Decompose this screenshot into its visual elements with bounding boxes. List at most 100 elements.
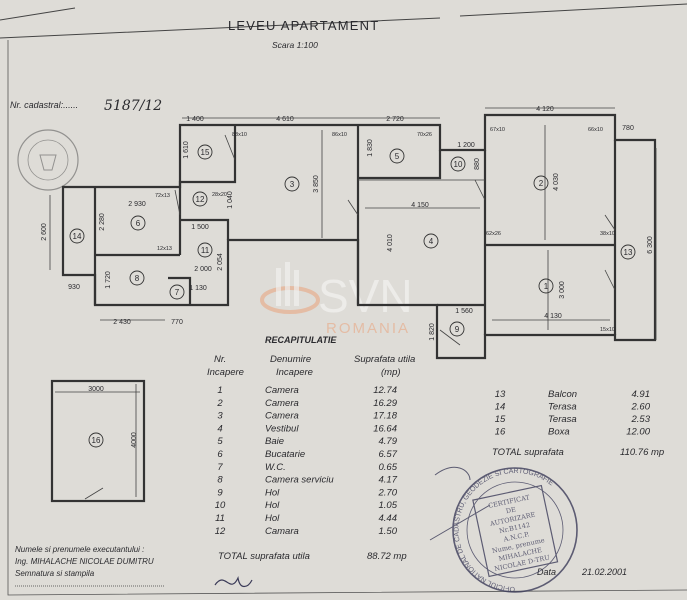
window-label: 70x26 [417,132,432,138]
row-area: 0.65 [379,462,398,473]
executor-label: Numele si prenumele executantului : [15,545,144,554]
window-label: 86x10 [332,132,347,138]
row-name: Camera serviciu [265,475,334,486]
stamp-text: DE [505,505,517,515]
dimension-label: 880 [474,158,481,170]
row-area: 1.05 [379,500,398,511]
executor-name: Ing. MIHALACHE NICOLAE DUMITRU [15,557,154,566]
dimension-label: 1 200 [457,142,475,149]
dimension-label: 1 560 [455,308,473,315]
col-name-1: Denumire [270,354,311,365]
col-nr-1: Nr. [214,354,226,365]
row-nr: 7 [217,462,223,473]
dimension-label: 4 120 [536,106,554,113]
dimension-label: 1 400 [186,116,204,123]
room-8-marker [129,270,145,286]
total-label: TOTAL suprafata utila [218,551,310,562]
col-area-1: Suprafata utila [354,354,415,365]
dimension-label: 6 300 [647,236,654,254]
room-15-number: 15 [201,148,210,157]
window-label: 88x10 [232,132,247,138]
signature [214,576,253,588]
watermark: SVN ROMANIA [260,262,413,337]
room-11-number: 11 [201,246,210,255]
room-6-number: 6 [136,219,141,228]
row-name: Hol [265,487,280,498]
extra-row-nr: 16 [495,427,506,438]
room-4-marker [423,233,439,249]
dimension-label: 1 820 [429,323,436,341]
dimension-label: 2 054 [217,253,224,271]
dimension-label: 4 150 [411,202,429,209]
row-nr: 8 [217,475,223,486]
row-area: 6.57 [379,449,398,460]
dimension-label: 4 130 [544,313,562,320]
frame-corner [0,7,76,21]
row-area: 4.17 [379,475,398,486]
room-2-marker [533,175,549,191]
date-value: 21.02.2001 [581,567,627,577]
room-7-marker [169,284,185,300]
room-15-marker [197,144,213,160]
recap-table: RECAPITULATIE Nr. Incapere Denumire Inca… [207,335,664,562]
window-label: 66x10 [588,127,603,133]
room-4-number: 4 [429,237,434,246]
col-nr-2: Incapere [207,367,244,378]
window-label: 67x10 [490,127,505,133]
window-label: 15x10 [600,327,615,333]
row-name: W.C. [265,462,286,473]
dimension-label: 3 850 [313,175,320,193]
dimension-label: 930 [68,284,80,291]
row-area: 16.29 [373,398,397,409]
row-area: 12.74 [373,385,397,396]
extra-row-name: Terasa [548,402,577,413]
room-1-number: 1 [544,282,549,291]
room-9-number: 9 [455,325,460,334]
recap-title: RECAPITULATIE [265,335,337,345]
row-name: Baie [265,436,284,447]
room-5-marker [389,148,405,164]
cadastral-label: Nr. cadastral:...... [10,100,78,110]
dimension-label: 1 830 [367,139,374,157]
window-label: 62x26 [486,231,501,237]
signature-label: Semnatura si stampila [15,569,95,578]
window-label: 28x20 [212,192,227,198]
row-name: Hol [265,500,280,511]
room-12-number: 12 [196,195,205,204]
row-nr: 12 [215,526,226,537]
cadastral-number: 5187/12 [104,98,162,114]
grand-total-value: 110.76 mp [620,447,664,458]
scale-label: Scara 1:100 [272,40,318,50]
room-2-number: 2 [539,179,544,188]
room-7-number: 7 [175,288,180,297]
dimension-label: 2 000 [194,266,212,273]
room-11-marker [197,242,213,258]
row-nr: 5 [217,436,223,447]
row-name: Bucatarie [265,449,305,460]
extra-row-area: 2.60 [631,402,651,413]
room-12-marker [192,191,208,207]
frame-border [7,40,687,596]
window-label: 72x13 [155,193,170,199]
dimension-label: 4 610 [276,116,294,123]
room-14-number: 14 [73,232,82,241]
dimension-label: 1 040 [227,191,234,209]
room-8-number: 8 [135,274,140,283]
row-nr: 1 [217,385,222,396]
window-label: 12x13 [157,246,172,252]
row-name: Camera [265,411,299,422]
extra-row-name: Balcon [548,389,577,400]
row-nr: 9 [217,487,223,498]
row-nr: 2 [216,398,223,409]
row-name: Camara [265,526,299,537]
dimension-label: 770 [171,319,183,326]
room-9-marker [449,321,465,337]
row-nr: 11 [215,513,225,524]
extra-row-nr: 14 [495,402,506,413]
row-name: Camera [265,385,299,396]
room-6-marker [130,215,146,231]
watermark-sub: ROMANIA [326,320,410,337]
dimension-label: 1 500 [191,224,209,231]
row-area: 1.50 [379,526,398,537]
dimension-label: 2 930 [128,201,146,208]
